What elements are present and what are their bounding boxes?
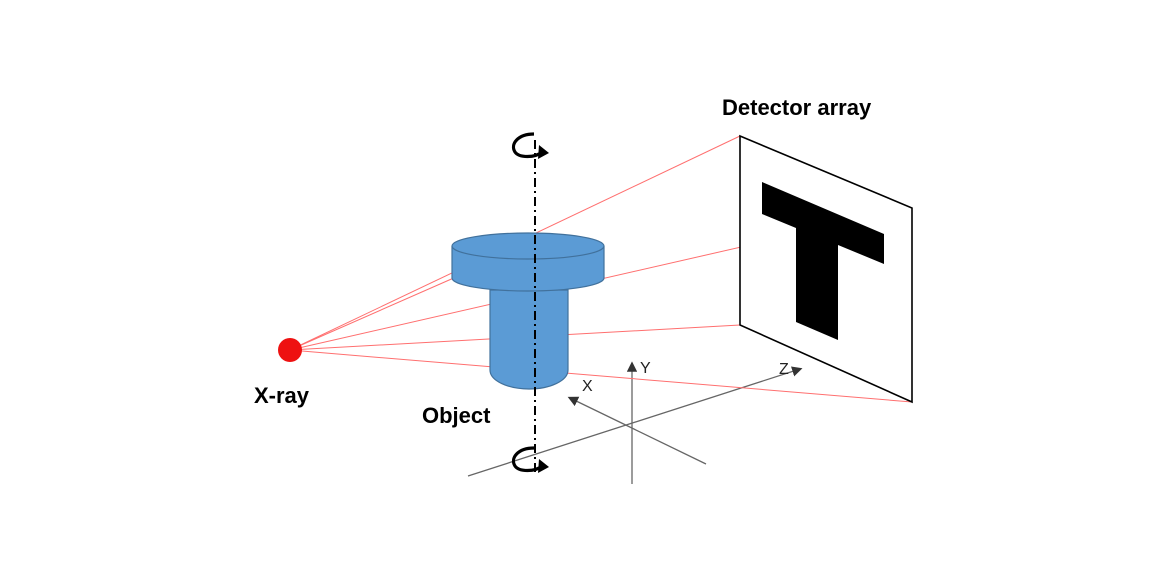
object-label: Object	[422, 403, 491, 428]
scan-object	[451, 232, 605, 390]
rotation-arrow-top-icon	[512, 132, 549, 159]
t-shadow-projection	[762, 182, 884, 340]
detector-array	[739, 134, 913, 404]
object-stem	[489, 289, 569, 390]
x-axis-line	[567, 396, 707, 465]
x-ray-label: X-ray	[254, 383, 310, 408]
object-cap-top	[451, 232, 605, 260]
rotation-arrow-bottom-icon	[512, 446, 549, 473]
y-axis-label: Y	[640, 360, 651, 377]
beam-edge-bottom	[289, 349, 913, 403]
detector-array-label: Detector array	[722, 95, 872, 120]
beam-ray	[289, 276, 457, 351]
coordinate-axes: X Y Z	[467, 360, 803, 484]
x-axis-label: X	[582, 378, 593, 395]
x-ray-source-icon	[278, 338, 302, 362]
z-axis-label: Z	[779, 361, 789, 378]
rotation-axis	[512, 132, 549, 473]
z-axis-line	[467, 366, 803, 477]
